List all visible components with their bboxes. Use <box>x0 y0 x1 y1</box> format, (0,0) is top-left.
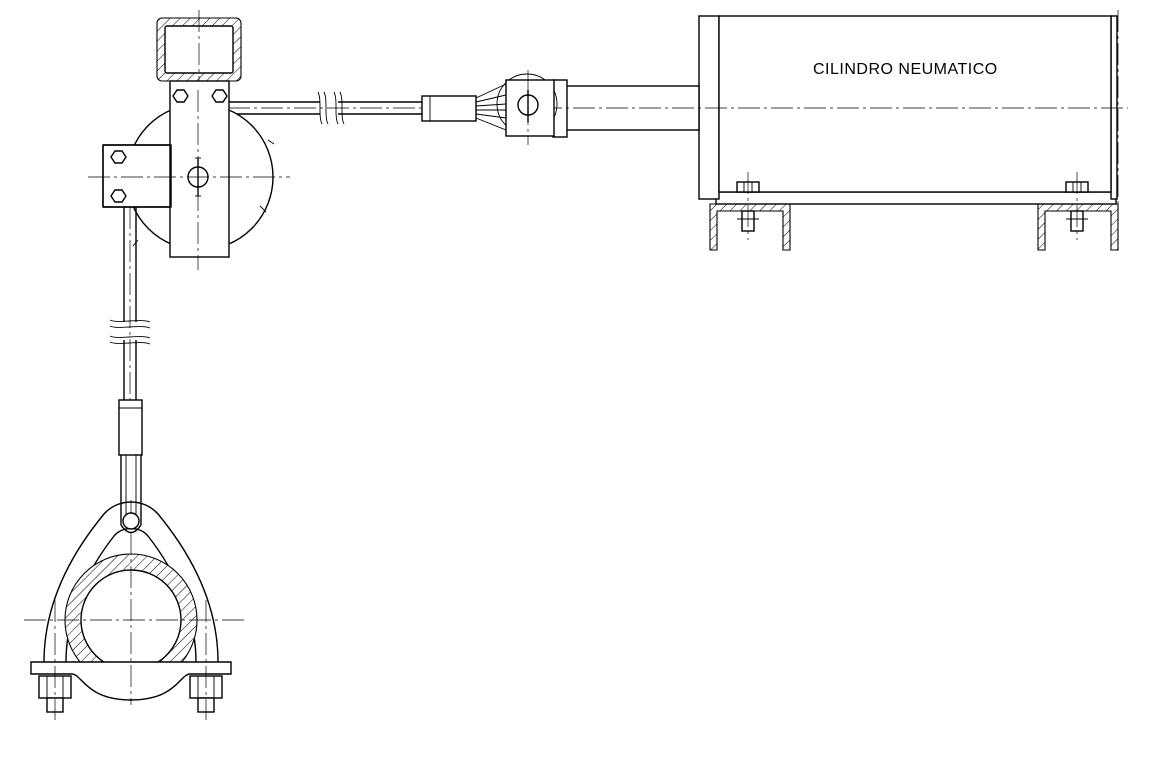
vertical-link-rod <box>109 207 151 400</box>
rod-collar <box>552 79 568 138</box>
horizontal-link-rod <box>228 91 422 125</box>
front-flange <box>698 15 720 200</box>
square-tube-section <box>156 10 242 90</box>
cylinder-barrel <box>718 15 1112 193</box>
base-plate <box>715 191 1117 205</box>
cylinder-label: CILINDRO NEUMATICO <box>813 61 998 78</box>
rear-flange <box>1110 15 1118 200</box>
lever-bracket <box>88 80 290 270</box>
rod-clevis <box>475 70 558 145</box>
vertical-link-adjuster <box>118 399 143 456</box>
pipe-clamp <box>24 500 244 720</box>
vertical-fork <box>120 455 142 534</box>
pneumatic-cylinder: CILINDRO NEUMATICO <box>540 10 1128 251</box>
mounting-channel-left <box>709 203 791 251</box>
clamp-pin <box>122 512 140 530</box>
horizontal-link-adjuster <box>421 95 477 122</box>
